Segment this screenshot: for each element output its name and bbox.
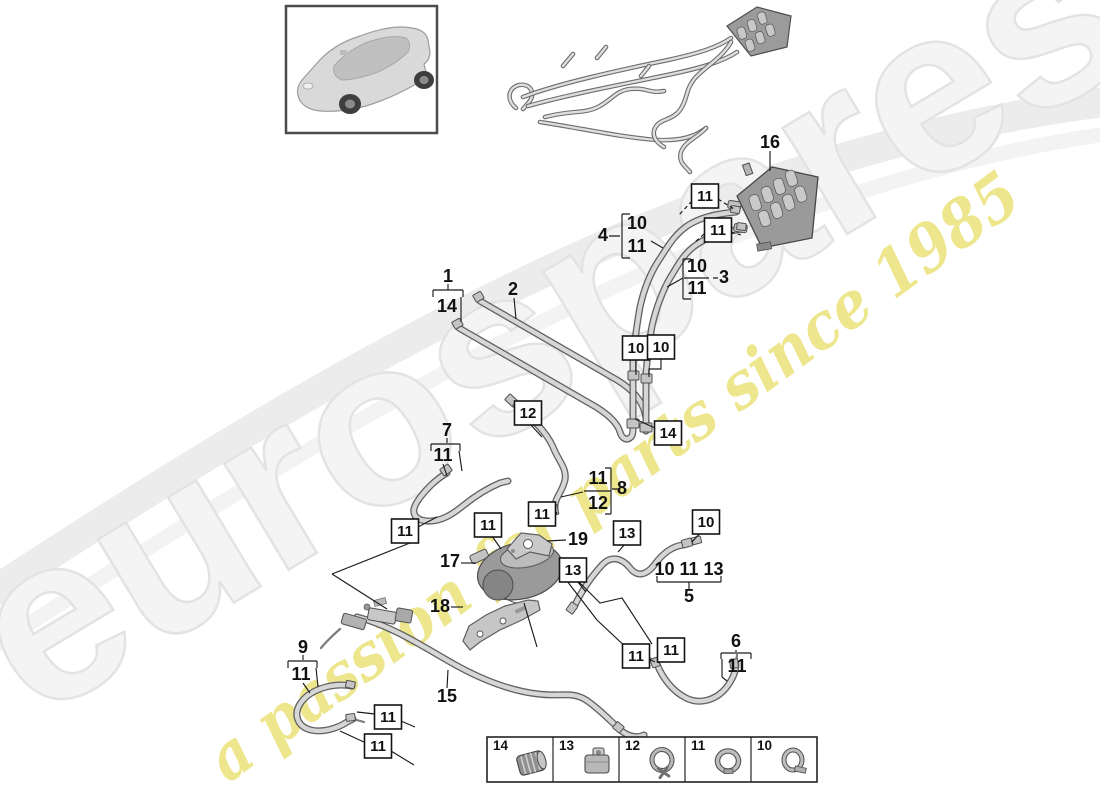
legend-label: 13	[559, 738, 575, 753]
callout-box-10: 10	[691, 509, 721, 535]
legend: 14 13 12 11	[486, 736, 818, 783]
callout-box-11: 11	[363, 733, 393, 759]
svg-text:10: 10	[628, 340, 645, 357]
callout-10: 10	[627, 213, 647, 233]
svg-text:12: 12	[520, 405, 537, 422]
coupling-14-a	[626, 418, 640, 429]
svg-text:11: 11	[480, 517, 496, 534]
bracket-18	[462, 599, 541, 651]
quick-connector-10-a	[627, 370, 640, 381]
callout-box-10: 10	[646, 334, 676, 360]
ribbed-coupling-icon	[516, 750, 547, 776]
svg-text:11: 11	[370, 738, 386, 755]
callout-2: 2	[508, 279, 518, 299]
svg-text:14: 14	[660, 425, 677, 442]
svg-text:11: 11	[697, 188, 713, 205]
callout-11: 11	[627, 236, 646, 256]
callout-15: 15	[437, 686, 457, 706]
legend-label: 10	[757, 738, 772, 753]
svg-text:11: 11	[710, 222, 726, 239]
callout-6: 6	[731, 631, 741, 651]
hose-clamp-ring-icon	[714, 748, 742, 774]
diagram-parts	[297, 162, 819, 737]
callout-10: 10	[687, 256, 707, 276]
watermark-swoosh-2	[0, 127, 1100, 652]
callout-box-11: 11	[473, 512, 503, 538]
overview-valve-block	[726, 6, 792, 57]
callout-14: 14	[437, 296, 457, 316]
callout-10-11-13: 10 11 13	[654, 559, 723, 579]
callout-8: 8	[617, 478, 627, 498]
bracket-19	[506, 532, 553, 560]
legend-label: 12	[625, 738, 640, 753]
legend-label: 14	[493, 738, 509, 753]
callout-brackets	[287, 151, 771, 694]
quick-connector-10-b	[640, 373, 653, 384]
callout-18: 18	[430, 596, 450, 616]
legend-cell-14: 14	[493, 738, 547, 776]
svg-text:13: 13	[565, 562, 582, 579]
svg-text:13: 13	[619, 525, 636, 542]
overview-harness	[510, 6, 792, 172]
callout-11: 11	[727, 656, 746, 676]
watermark-swoosh	[0, 87, 1100, 605]
svg-text:11: 11	[663, 642, 679, 659]
callout-1: 1	[443, 266, 453, 286]
callout-box-14: 14	[653, 420, 683, 446]
car-thumbnail	[284, 4, 439, 135]
callout-19: 19	[568, 529, 588, 549]
connector-block-icon	[584, 747, 610, 774]
legend-cell-10: 10	[757, 738, 807, 774]
callout-9: 9	[298, 637, 308, 657]
car-mirror	[340, 50, 347, 55]
callout-11: 11	[291, 664, 310, 684]
callout-box-13: 13	[558, 557, 588, 583]
callout-box-11: 11	[373, 704, 403, 730]
callout-box-11: 11	[656, 637, 686, 663]
legend-cell-12: 12	[625, 738, 675, 780]
callout-box-11: 11	[390, 518, 420, 544]
callout-11: 11	[433, 445, 452, 465]
callout-11: 11	[687, 278, 706, 298]
callout-box-13: 13	[612, 520, 642, 546]
callout-box-10: 10	[621, 335, 651, 361]
callout-7: 7	[442, 420, 452, 440]
callout-box-11: 11	[690, 183, 720, 209]
svg-text:11: 11	[380, 709, 396, 726]
hose-6	[657, 664, 736, 701]
callout-box-12: 12	[513, 400, 543, 426]
legend-cell-13: 13	[559, 738, 610, 774]
legend-cell-11: 11	[691, 738, 742, 774]
svg-text:11: 11	[628, 648, 644, 665]
callout-17: 17	[440, 551, 460, 571]
callout-box-11: 11	[527, 501, 557, 527]
callout-4: 4	[598, 225, 608, 245]
callout-box-11: 11	[703, 217, 733, 243]
svg-text:11: 11	[534, 506, 550, 523]
car-illustration	[296, 26, 434, 114]
callout-3: 3	[719, 267, 729, 287]
valve-block-16	[727, 162, 819, 252]
car-headlight	[302, 82, 314, 90]
callout-box-11: 11	[621, 643, 651, 669]
legend-dividers	[552, 737, 752, 782]
spring-clamp-icon	[649, 747, 675, 780]
legend-label: 11	[691, 738, 706, 753]
callout-12: 12	[588, 493, 608, 513]
callout-5: 5	[684, 586, 694, 606]
callout-11: 11	[588, 468, 607, 488]
callout-16: 16	[760, 132, 780, 152]
pipe-15	[319, 617, 644, 737]
inline-connector-15	[340, 597, 414, 631]
hose-clamp-tab-icon	[781, 747, 807, 774]
svg-text:11: 11	[397, 523, 413, 540]
svg-text:10: 10	[653, 339, 670, 356]
svg-text:10: 10	[698, 514, 715, 531]
